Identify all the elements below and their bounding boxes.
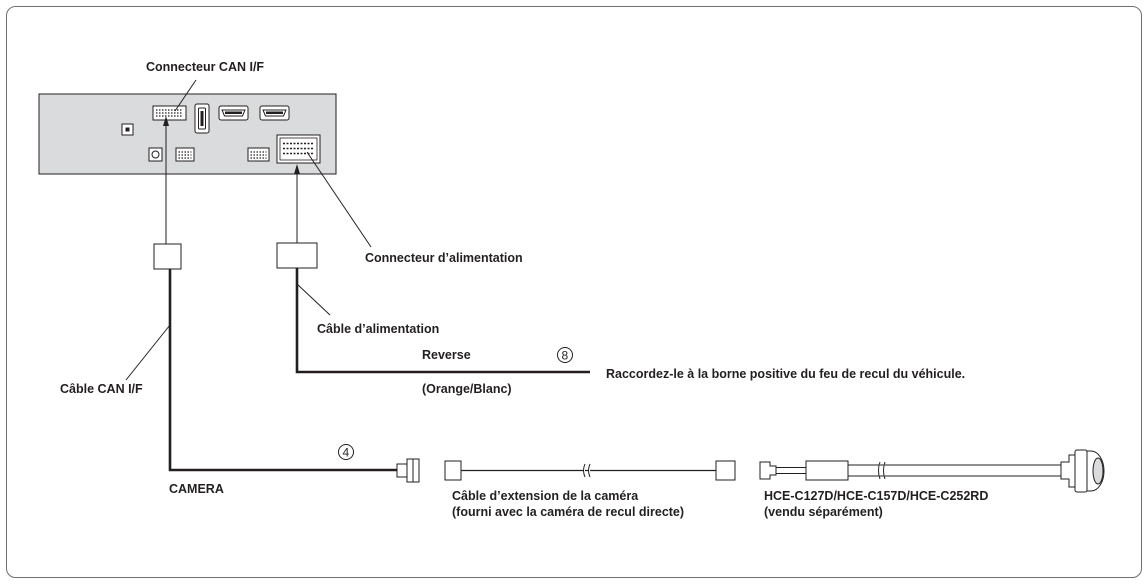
extension-cable-label-line2: (fourni avec la caméra de recul directe) — [452, 505, 684, 519]
can-cable-plug — [153, 243, 182, 270]
callout-number-8-text: 8 — [562, 349, 569, 363]
camera-model-label-line1: HCE-C127D/HCE-C157D/HCE-C252RD — [764, 489, 988, 503]
usb-port-icon — [194, 103, 210, 134]
power-cable-plug — [276, 242, 318, 269]
cable-break-icon — [583, 463, 591, 478]
power-cable-leader-line — [296, 283, 331, 316]
camera-rca-connector-icon — [396, 458, 420, 483]
power-connector-leader-line — [306, 151, 372, 248]
callout-number-8: 8 — [557, 347, 573, 363]
power-connector-label: Connecteur d’alimentation — [365, 251, 523, 265]
callout-number-4: 4 — [338, 444, 354, 460]
camera-extension-cable — [444, 460, 736, 481]
small-connector-icon — [175, 147, 195, 162]
head-unit — [38, 93, 337, 175]
hdmi-port-icon — [218, 105, 249, 121]
can-if-cable — [125, 116, 397, 472]
can-cable-label: Câble CAN I/F — [60, 382, 143, 396]
power-cable-label: Câble d’alimentation — [317, 322, 439, 336]
can-if-connector-port-icon — [152, 105, 187, 121]
reverse-wire-label: Reverse — [422, 348, 471, 362]
power-connector-port-icon — [276, 134, 321, 164]
power-cable — [276, 164, 590, 374]
rear-camera-icon — [759, 449, 1105, 493]
callout-number-4-text: 4 — [343, 446, 350, 460]
cable-break-icon — [878, 461, 886, 480]
unit-switch-icon — [121, 123, 134, 136]
can-connector-label: Connecteur CAN I/F — [146, 60, 264, 74]
unit-round-jack-icon — [148, 147, 163, 162]
camera-wire-label: CAMERA — [169, 482, 224, 496]
can-cable-leader-line — [125, 324, 171, 381]
reverse-instruction: Raccordez-le à la borne positive du feu … — [606, 367, 965, 381]
diagram-frame — [6, 6, 1142, 578]
extension-cable-label-line1: Câble d’extension de la caméra — [452, 489, 639, 503]
camera-model-label-line2: (vendu séparément) — [764, 505, 883, 519]
hdmi-port-icon — [259, 105, 290, 121]
small-connector-icon — [247, 147, 270, 162]
can-connector-leader-line — [174, 79, 197, 112]
reverse-wire-color: (Orange/Blanc) — [422, 382, 512, 396]
